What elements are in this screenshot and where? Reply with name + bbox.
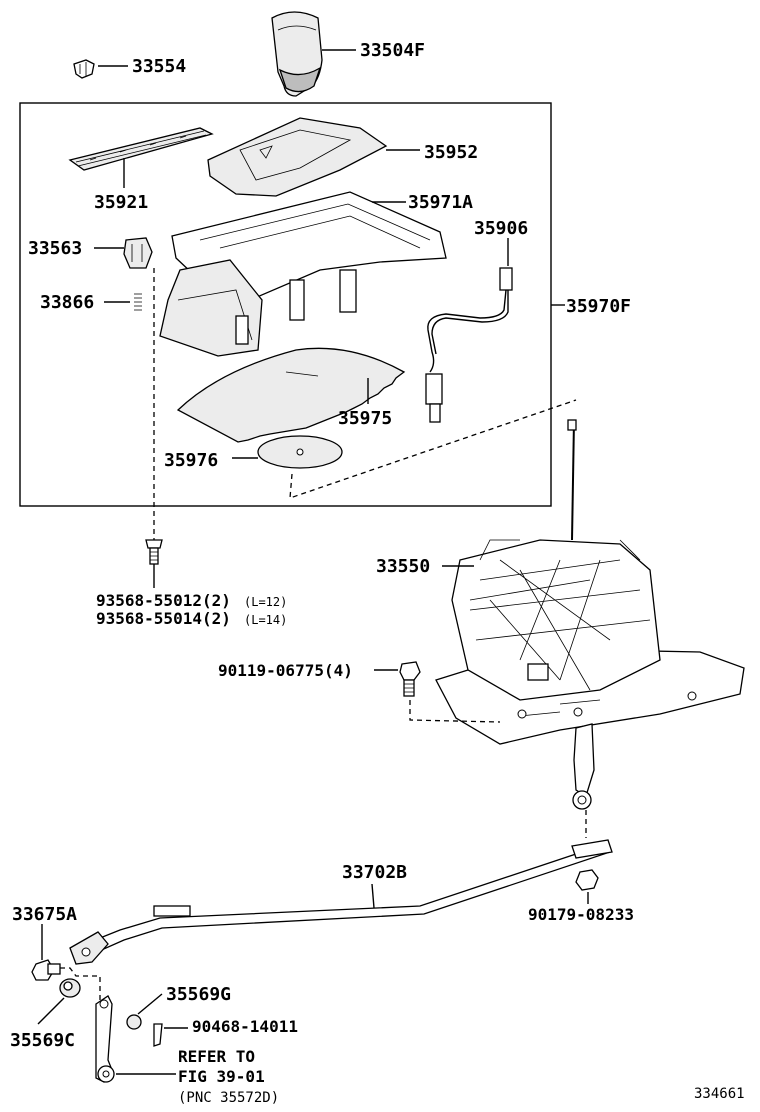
reference-line-3: (PNC 35572D) bbox=[178, 1090, 279, 1106]
sheet-35975 bbox=[176, 347, 406, 443]
bolt-90119 bbox=[399, 661, 421, 697]
label-35975: 35975 bbox=[338, 408, 392, 429]
bolt-33675A bbox=[31, 959, 61, 981]
label-33554: 33554 bbox=[132, 56, 186, 77]
disc-35976 bbox=[257, 435, 343, 469]
bracket-33563 bbox=[123, 237, 153, 269]
shift-rod-33702B bbox=[69, 839, 613, 965]
clip-90468 bbox=[153, 1023, 163, 1047]
cover-plate-35952 bbox=[207, 117, 388, 197]
spring-33866 bbox=[134, 293, 142, 311]
label-93568-55012-length: (L=12) bbox=[244, 595, 287, 609]
label-33866: 33866 bbox=[40, 292, 94, 313]
bushing-35569C bbox=[59, 978, 81, 998]
label-93568-55012: 93568-55012(2) bbox=[96, 591, 231, 610]
label-35906: 35906 bbox=[474, 218, 528, 239]
label-93568-55014-length: (L=14) bbox=[244, 613, 287, 627]
bushing-35569G bbox=[126, 1014, 142, 1030]
label-35952: 35952 bbox=[424, 142, 478, 163]
reference-line-2: FIG 39-01 bbox=[178, 1067, 265, 1086]
label-35921: 35921 bbox=[94, 192, 148, 213]
label-93568-55014: 93568-55014(2) bbox=[96, 609, 231, 628]
harness-35906 bbox=[425, 267, 513, 423]
strip-35921 bbox=[68, 127, 214, 171]
label-90179-08233: 90179-08233 bbox=[528, 905, 634, 924]
screw-93568 bbox=[145, 539, 163, 565]
nut-90179 bbox=[575, 869, 599, 891]
label-90468-14011: 90468-14011 bbox=[192, 1017, 298, 1036]
label-33702B: 33702B bbox=[342, 862, 407, 883]
diagram-code: 334661 bbox=[694, 1086, 745, 1102]
label-35970F: 35970F bbox=[566, 296, 631, 317]
panel-bezel-35971A bbox=[159, 191, 447, 357]
label-35971A: 35971A bbox=[408, 192, 473, 213]
label-35976: 35976 bbox=[164, 450, 218, 471]
label-90119-06775: 90119-06775(4) bbox=[218, 661, 353, 680]
label-33675A: 33675A bbox=[12, 904, 77, 925]
clip-33554 bbox=[73, 59, 95, 79]
label-35569C: 35569C bbox=[10, 1030, 75, 1051]
reference-line-1: REFER TO bbox=[178, 1047, 255, 1066]
label-33550: 33550 bbox=[376, 556, 430, 577]
lever-ref bbox=[95, 995, 115, 1083]
label-35569G: 35569G bbox=[166, 984, 231, 1005]
shift-knob-33504F bbox=[271, 11, 323, 97]
label-33504F: 33504F bbox=[360, 40, 425, 61]
shift-base-33550 bbox=[435, 419, 745, 810]
label-33563: 33563 bbox=[28, 238, 82, 259]
